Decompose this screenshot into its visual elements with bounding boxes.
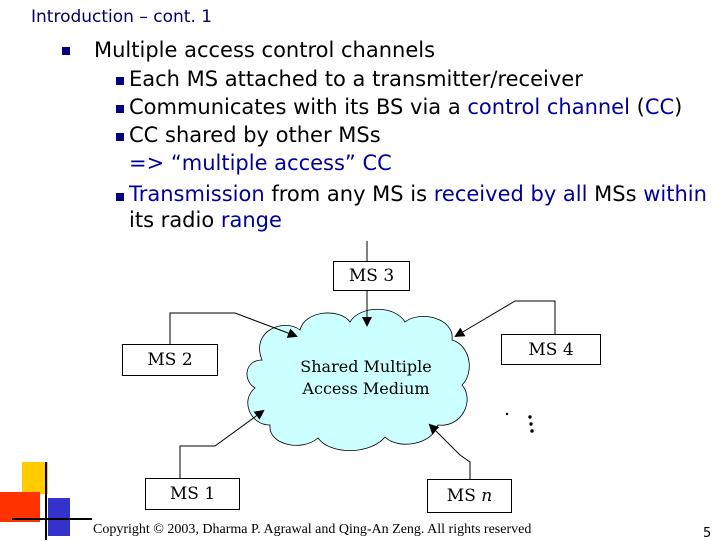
slide-title: Introduction – cont. 1 <box>31 7 213 27</box>
highlight-control-channel: control channel <box>467 95 630 119</box>
sub-bullet-icon <box>116 133 124 141</box>
sub-bullet-4-continuation: its radio range <box>129 208 282 232</box>
sub-bullet-1: Each MS attached to a transmitter/receiv… <box>129 67 583 91</box>
sub-bullet-2: Communicates with its BS via a control c… <box>129 95 683 119</box>
ms3-box: MS 3 <box>333 261 410 291</box>
ms2-arrow <box>169 312 298 345</box>
ms1-box: MS 1 <box>145 478 240 510</box>
page-number: 5 <box>703 526 712 541</box>
cloud-label: Shared Multiple Access Medium <box>300 357 432 398</box>
ms4-arrow <box>454 300 556 338</box>
sub-bullet-icon <box>116 77 124 85</box>
ms2-box: MS 2 <box>122 344 218 376</box>
main-bullet-icon <box>62 47 70 55</box>
sub-bullet-icon <box>116 193 124 201</box>
highlight-cc: CC <box>644 95 675 119</box>
main-bullet-text: Multiple access control channels <box>94 38 436 62</box>
cloud-shape <box>246 309 470 452</box>
sub-bullet-icon <box>116 105 124 113</box>
ms1-arrow <box>179 409 265 479</box>
copyright-footer: Copyright © 2003, Dharma P. Agrawal and … <box>93 522 532 537</box>
sub-bullet-3: CC shared by other MSs <box>129 123 381 147</box>
msn-arrow <box>428 423 471 480</box>
msn-box: MS n <box>427 479 512 513</box>
corner-decoration <box>0 462 95 540</box>
ms4-box: MS 4 <box>501 334 601 365</box>
sub-bullet-4: Transmission from any MS is received by … <box>129 182 707 206</box>
sub-bullet-3-continuation: => “multiple access” CC <box>129 151 392 175</box>
ellipsis-dots-icon <box>505 412 534 433</box>
